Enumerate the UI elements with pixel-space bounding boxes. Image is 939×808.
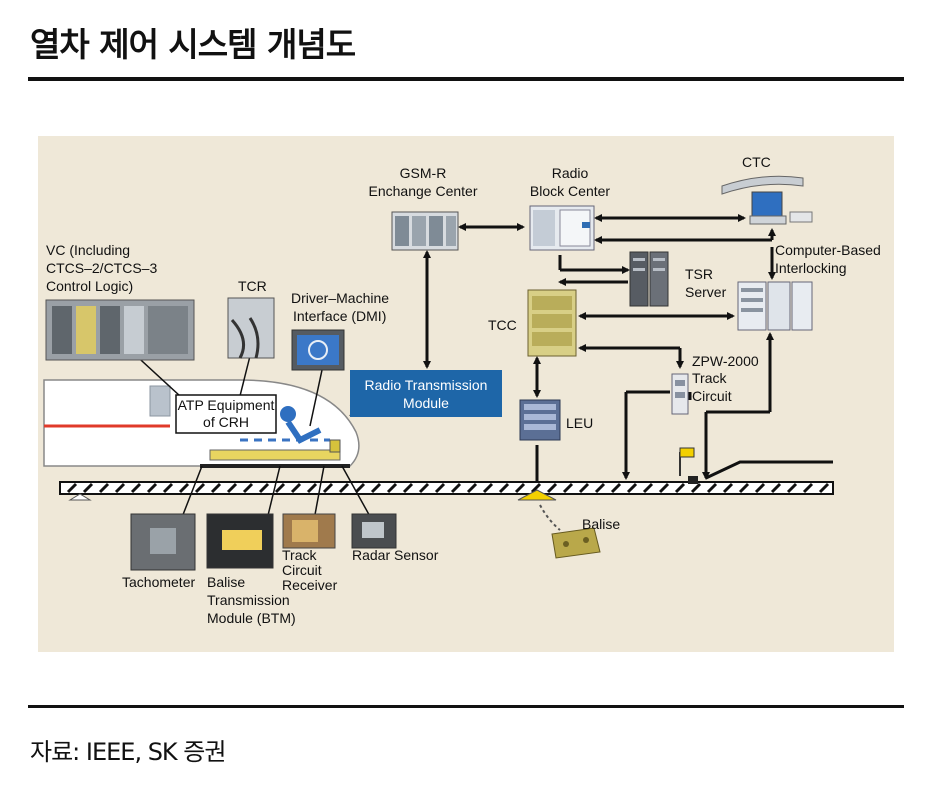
track-tie: [754, 482, 766, 494]
track-tie: [546, 482, 558, 494]
label-ctc: CTC: [742, 154, 771, 170]
track-tie: [642, 482, 654, 494]
track-tie: [818, 482, 830, 494]
vc-rack-photo: [45, 299, 195, 361]
track-tie: [434, 482, 446, 494]
track-tie: [738, 482, 750, 494]
track-tie: [210, 482, 222, 494]
label-tachometer: Tachometer: [122, 574, 195, 590]
btm-photo: [206, 513, 274, 569]
track-tie: [674, 482, 686, 494]
dmi-screen-icon: [291, 329, 345, 371]
rtm-box: [350, 370, 502, 417]
tsr-server-icon: [629, 251, 669, 307]
track-support-icon: [68, 493, 92, 501]
source-note: 자료: IEEE, SK 증권: [30, 738, 226, 766]
track-tie: [482, 482, 494, 494]
track-tie: [226, 482, 238, 494]
gsmr-rack-icon: [391, 211, 459, 251]
atp-box: [175, 394, 277, 434]
leu-unit-icon: [519, 399, 561, 441]
track-tie: [626, 482, 638, 494]
signal-flag-icon: [679, 447, 695, 458]
track-tie: [114, 482, 126, 494]
track-tie: [450, 482, 462, 494]
track-tie: [290, 482, 302, 494]
rbc-server-icon: [529, 205, 595, 251]
track-tie: [178, 482, 190, 494]
track-circuit-receiver-photo: [282, 513, 336, 549]
track-tie: [258, 482, 270, 494]
tachometer-photo: [130, 513, 196, 571]
tcr-unit-photo: [227, 297, 275, 359]
track-tie: [578, 482, 590, 494]
label-tcc: TCC: [488, 317, 517, 333]
track-tie: [786, 482, 798, 494]
ctc-workstation-icon: [721, 175, 813, 225]
track-tie: [194, 482, 206, 494]
track-tie: [306, 482, 318, 494]
label-leu: LEU: [566, 415, 593, 431]
page-title: 열차 제어 시스템 개념도: [30, 25, 356, 64]
track-tie: [146, 482, 158, 494]
connectors: [423, 214, 776, 490]
track-switch-line: [705, 460, 833, 480]
track-tie: [690, 482, 702, 494]
label-tcr: TCR: [238, 278, 267, 294]
track-tie: [354, 482, 366, 494]
track-tie: [274, 482, 286, 494]
track-tie: [66, 482, 78, 494]
track-tie: [370, 482, 382, 494]
label-radar: Radar Sensor: [352, 547, 439, 563]
track-tie: [242, 482, 254, 494]
radar-sensor-photo: [351, 513, 397, 549]
zpw-track-circuit-icon: [671, 373, 689, 415]
track-tie: [98, 482, 110, 494]
track-circuit-node: [688, 476, 698, 484]
balise-icon: [517, 489, 601, 559]
title-divider: [28, 77, 904, 81]
track-tie: [322, 482, 334, 494]
cbi-cabinet-icon: [737, 281, 813, 331]
track-tie: [706, 482, 718, 494]
track-tie: [658, 482, 670, 494]
track-tie: [514, 482, 526, 494]
track-tie: [498, 482, 510, 494]
track-tie: [562, 482, 574, 494]
track-tie: [594, 482, 606, 494]
track-tie: [418, 482, 430, 494]
footer-divider: [28, 705, 904, 708]
track-tie: [530, 482, 542, 494]
track-tie: [610, 482, 622, 494]
track-tie: [466, 482, 478, 494]
track-tie: [386, 482, 398, 494]
tcc-cabinet-icon: [527, 289, 577, 357]
track-tie: [162, 482, 174, 494]
track-tie: [802, 482, 814, 494]
label-balise: Balise: [582, 516, 620, 532]
track-tie: [402, 482, 414, 494]
track-tie: [770, 482, 782, 494]
track-tie: [130, 482, 142, 494]
track-tie: [82, 482, 94, 494]
track-tie: [338, 482, 350, 494]
railway-track: [59, 447, 834, 501]
track-tie: [722, 482, 734, 494]
